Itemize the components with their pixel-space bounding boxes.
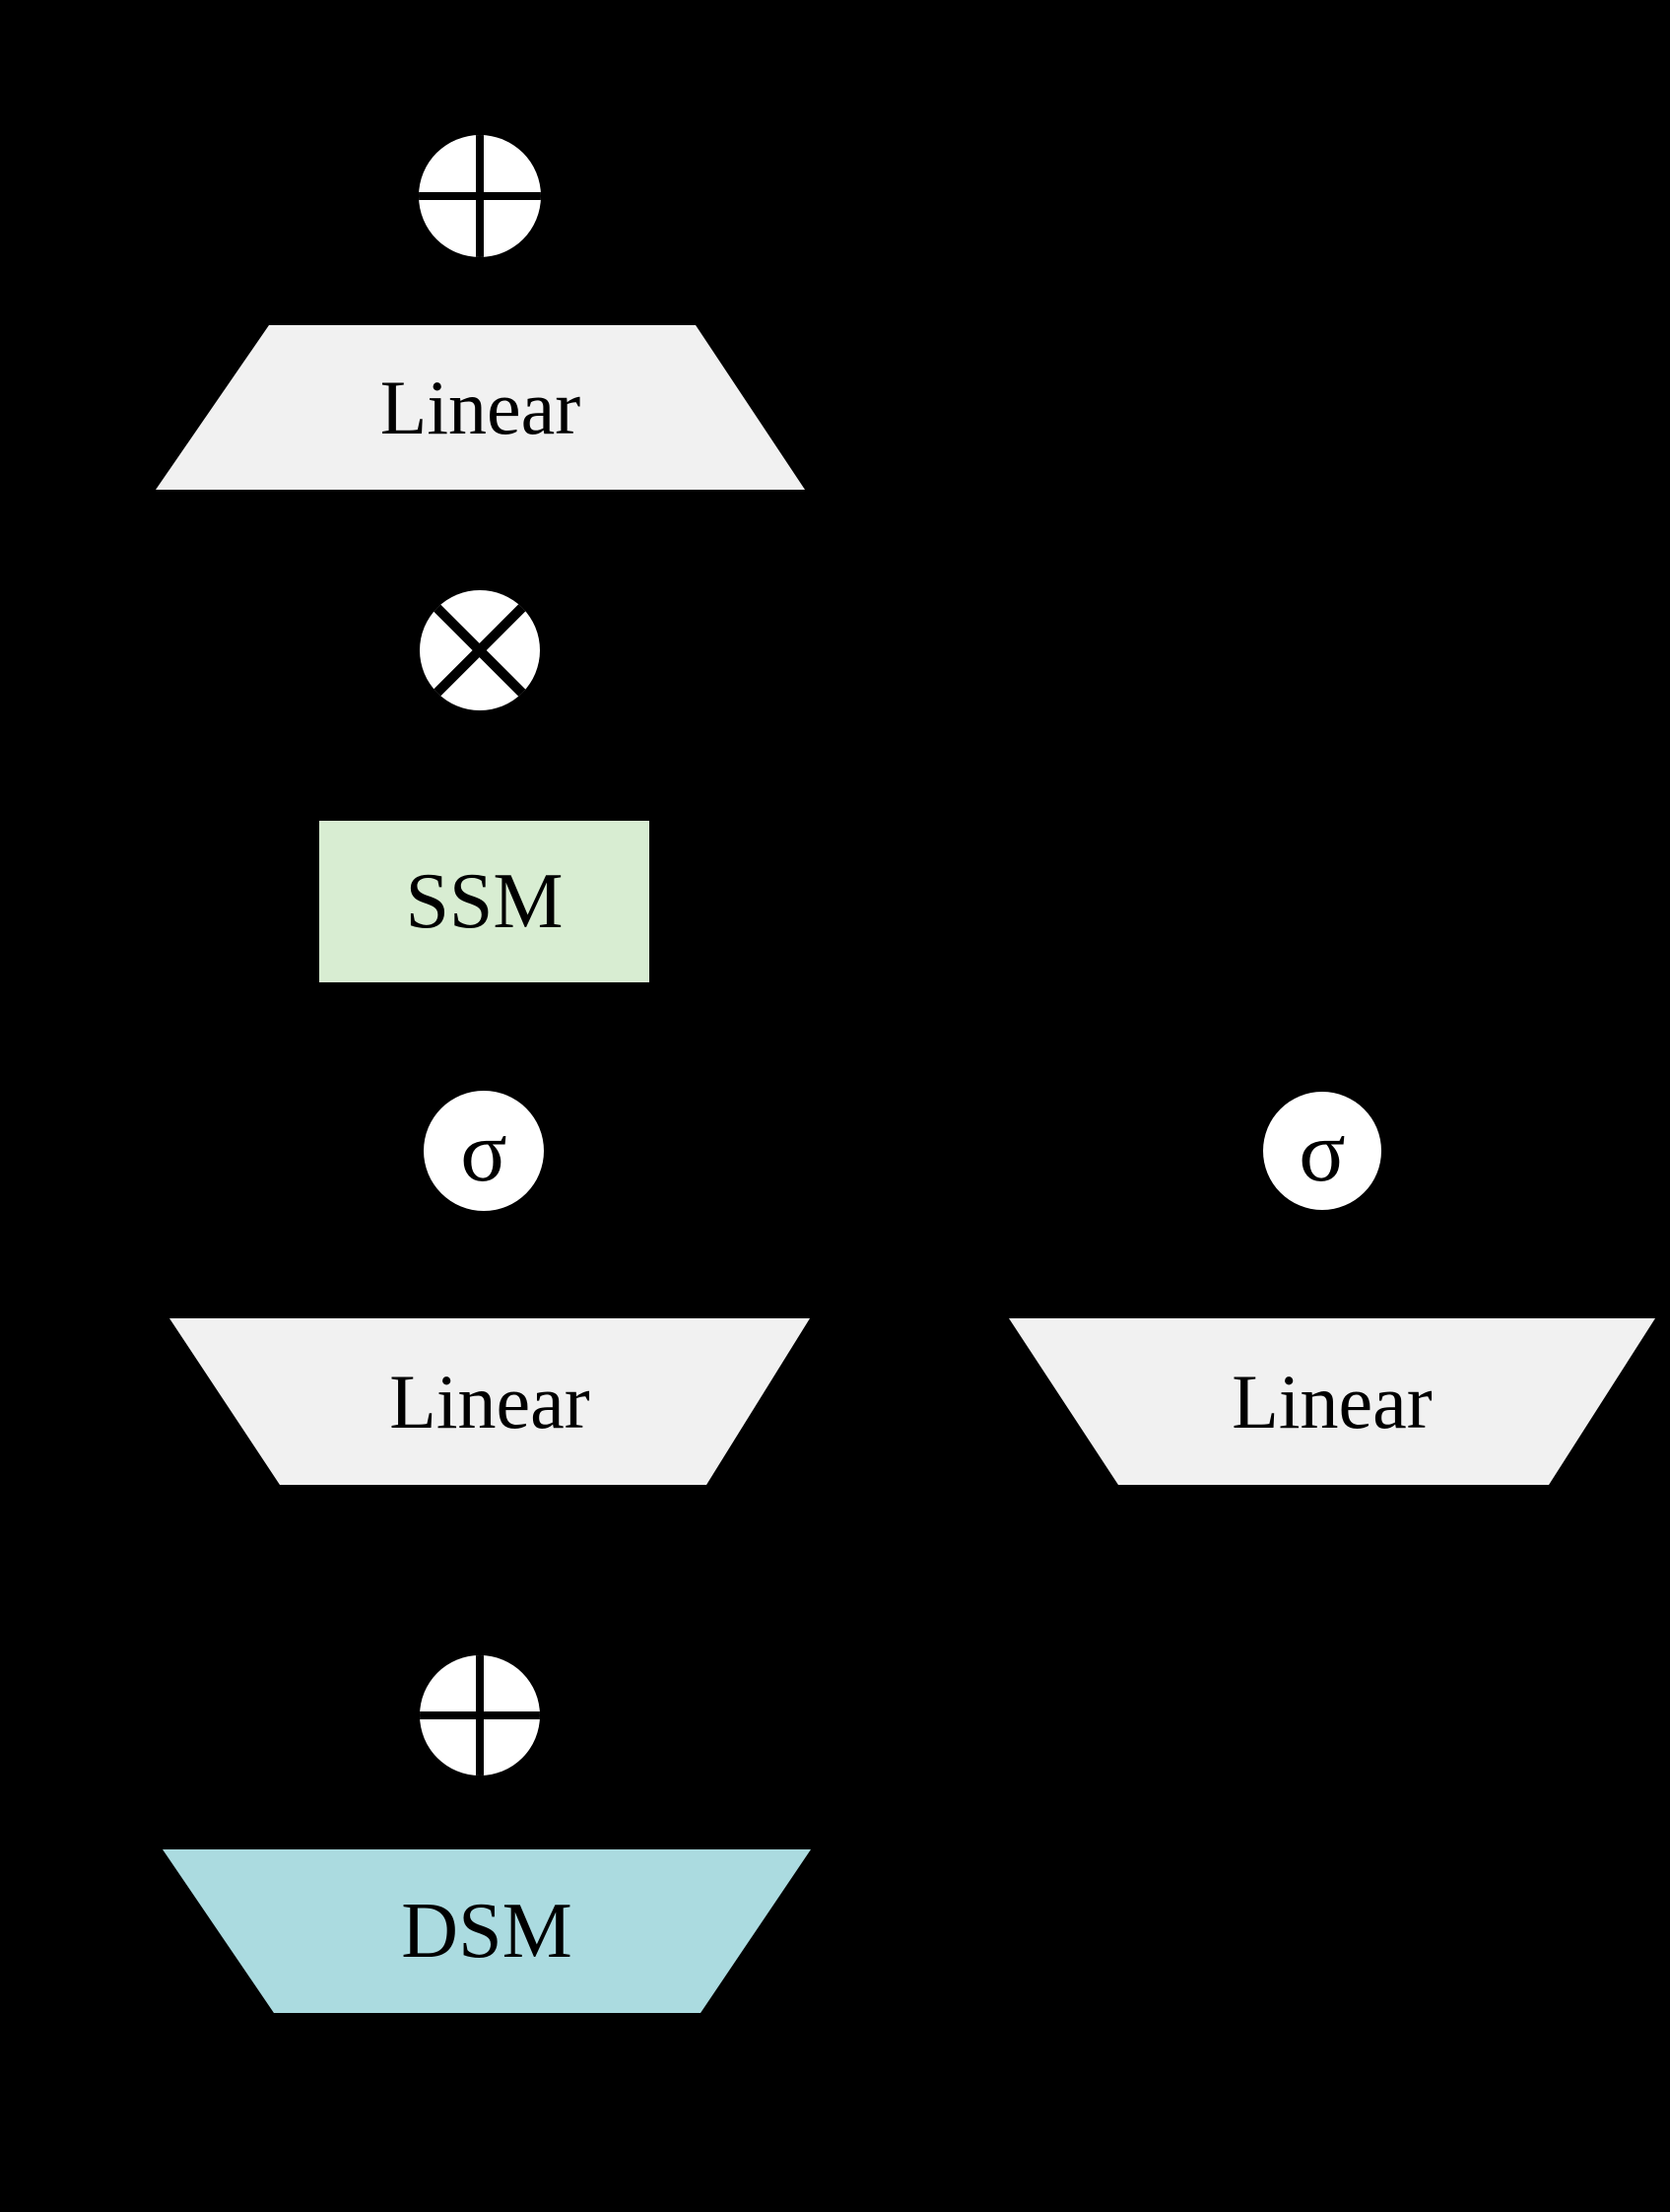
linear-output-block: Linear — [156, 325, 805, 490]
plus-horizontal-bar — [419, 192, 541, 200]
sigma-label-left: σ — [460, 1105, 507, 1200]
linear-output-label: Linear — [379, 364, 581, 450]
plus-circle-icon — [419, 135, 541, 257]
plus-circle-icon-bottom — [420, 1655, 540, 1776]
linear-input-right-label: Linear — [1232, 1358, 1433, 1444]
linear-input-left-block: Linear — [169, 1318, 810, 1485]
ssm-label: SSM — [405, 858, 564, 945]
dsm-block: DSM — [163, 1849, 811, 2013]
sigma-icon-left: σ — [424, 1091, 544, 1211]
sigma-icon-right: σ — [1263, 1092, 1381, 1210]
linear-input-right-block: Linear — [1009, 1318, 1655, 1485]
linear-input-left-label: Linear — [389, 1358, 590, 1444]
ssm-block: SSM — [319, 821, 649, 982]
dsm-label: DSM — [401, 1888, 572, 1975]
multiply-circle-icon — [420, 590, 540, 710]
plus-horizontal-bar — [420, 1711, 540, 1719]
sigma-label-right: σ — [1299, 1105, 1346, 1200]
